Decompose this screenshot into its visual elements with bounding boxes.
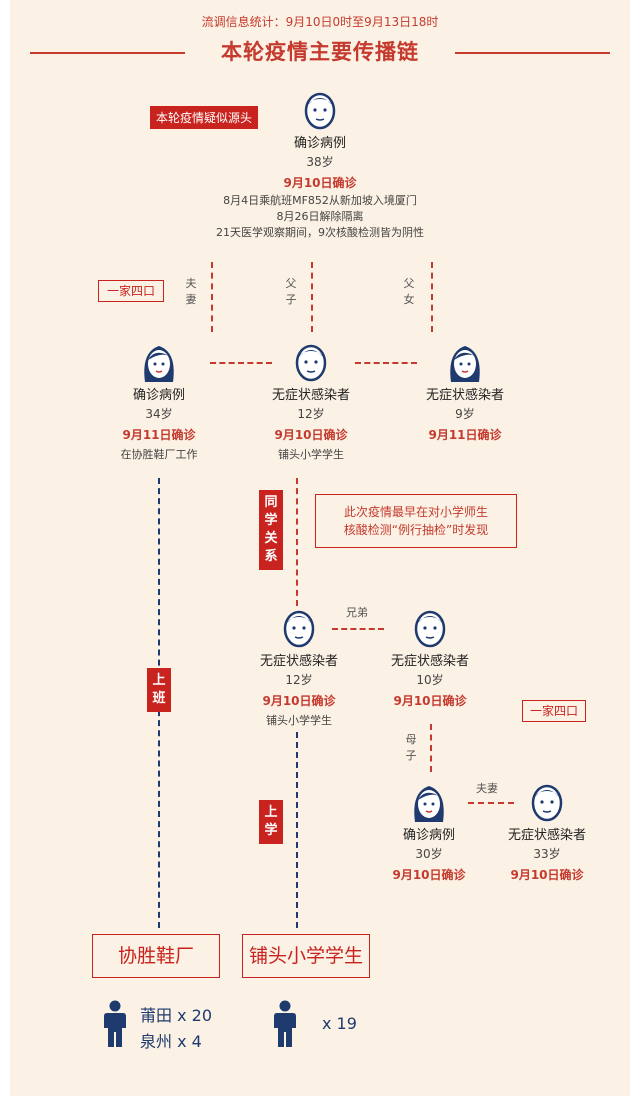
relation-mother-son: 母子 [405, 733, 417, 762]
person-title: 无症状感染者 [259, 654, 338, 669]
label-classmates: 同学关系 [259, 490, 283, 570]
person-date: 9月11日确诊 [428, 428, 502, 442]
label-school: 上学 [259, 800, 283, 844]
male-face-icon [529, 782, 565, 822]
male-face-icon [302, 90, 338, 130]
person-date: 9月10日确诊 [393, 694, 467, 708]
person-title: 确诊病例 [132, 388, 185, 403]
link-classmates [296, 478, 298, 606]
person-age: 12岁 [285, 673, 313, 687]
person-row3-classmate: 无症状感染者 12岁 9月10日确诊 铺头小学学生 [224, 608, 374, 728]
person-figure-icon [102, 1000, 128, 1048]
case-date: 9月10日确诊 [283, 176, 357, 190]
person-row2-daughter: 无症状感染者 9岁 9月11日确诊 [390, 342, 540, 443]
person-title: 无症状感染者 [425, 388, 504, 403]
count-quanzhou: 泉州 x 4 [140, 1032, 202, 1051]
family-tag-1: 一家四口 [98, 280, 164, 302]
female-face-icon [141, 342, 177, 382]
relation-father-daughter: 父女 [403, 277, 415, 306]
person-title: 无症状感染者 [507, 828, 586, 843]
person-age: 34岁 [145, 407, 173, 421]
person-age: 10岁 [416, 673, 444, 687]
link-brothers [332, 628, 384, 630]
link-mother-son [430, 724, 432, 772]
person-note: 在协胜鞋厂工作 [120, 448, 198, 461]
label-work: 上班 [147, 668, 171, 712]
person-date: 9月10日确诊 [392, 868, 466, 882]
person-date: 9月10日确诊 [262, 694, 336, 708]
source-note-2: 8月26日解除隔离 [276, 210, 364, 223]
relation-brothers: 兄弟 [346, 606, 368, 619]
title-rule-right [455, 52, 610, 54]
link-couple-2 [468, 802, 514, 804]
source-tag: 本轮疫情疑似源头 [150, 106, 259, 129]
source-case: 确诊病例 38岁 9月10日确诊 8月4日乘航班MF852从新加坡入境厦门 8月… [10, 90, 630, 241]
person-date: 9月11日确诊 [122, 428, 196, 442]
person-date: 9月10日确诊 [510, 868, 584, 882]
person-title: 无症状感染者 [390, 654, 469, 669]
link-row2-a [210, 362, 272, 364]
source-note-1: 8月4日乘航班MF852从新加坡入境厦门 [223, 194, 417, 207]
person-age: 30岁 [415, 847, 443, 861]
link-row2-b [355, 362, 417, 364]
case-title: 确诊病例 [293, 136, 346, 151]
discovery-note-2: 核酸检测“例行抽检”时发现 [343, 523, 489, 537]
discovery-note-1: 此次疫情最早在对小学师生 [343, 505, 488, 519]
male-face-icon [281, 608, 317, 648]
family-tag-2: 一家四口 [522, 700, 586, 722]
relation-couple-2: 夫妻 [476, 782, 498, 795]
link-husband-wife [211, 262, 213, 332]
female-face-icon [447, 342, 483, 382]
person-date: 9月10日确诊 [274, 428, 348, 442]
infographic-canvas: 流调信息统计：9月10日0时至9月13日18时 本轮疫情主要传播链 本轮疫情疑似… [10, 0, 630, 1096]
title-rule-left [30, 52, 185, 54]
person-note: 铺头小学学生 [278, 448, 344, 461]
link-father-daughter [431, 262, 433, 332]
count-school: x 19 [322, 1014, 357, 1033]
person-row2-son: 无症状感染者 12岁 9月10日确诊 铺头小学学生 [236, 342, 386, 462]
count-putian: 莆田 x 20 [140, 1006, 213, 1025]
person-row4-father: 无症状感染者 33岁 9月10日确诊 [472, 782, 622, 883]
person-row3-brother: 无症状感染者 10岁 9月10日确诊 [355, 608, 505, 709]
link-father-son [311, 262, 313, 332]
link-school [296, 732, 298, 928]
discovery-note-box: 此次疫情最早在对小学师生 核酸检测“例行抽检”时发现 [315, 494, 517, 548]
person-row4-mother: 确诊病例 30岁 9月10日确诊 [354, 782, 504, 883]
relation-father-son: 父子 [285, 277, 297, 306]
person-title: 确诊病例 [402, 828, 455, 843]
cluster-factory: 协胜鞋厂 [92, 934, 220, 978]
female-face-icon [411, 782, 447, 822]
person-age: 33岁 [533, 847, 561, 861]
cluster-school: 铺头小学学生 [242, 934, 370, 978]
person-age: 9岁 [455, 407, 475, 421]
person-row2-mother: 确诊病例 34岁 9月11日确诊 在协胜鞋厂工作 [84, 342, 234, 462]
person-age: 12岁 [297, 407, 325, 421]
relation-husband-wife: 夫妻 [185, 277, 197, 306]
case-age: 38岁 [306, 155, 334, 169]
source-note-3: 21天医学观察期间，9次核酸检测皆为阴性 [216, 226, 424, 239]
person-title: 无症状感染者 [271, 388, 350, 403]
person-note: 铺头小学学生 [266, 714, 332, 727]
person-figure-icon [272, 1000, 298, 1048]
stats-period: 流调信息统计：9月10日0时至9月13日18时 [201, 15, 439, 29]
male-face-icon [412, 608, 448, 648]
male-face-icon [293, 342, 329, 382]
page-title: 本轮疫情主要传播链 [221, 40, 419, 64]
